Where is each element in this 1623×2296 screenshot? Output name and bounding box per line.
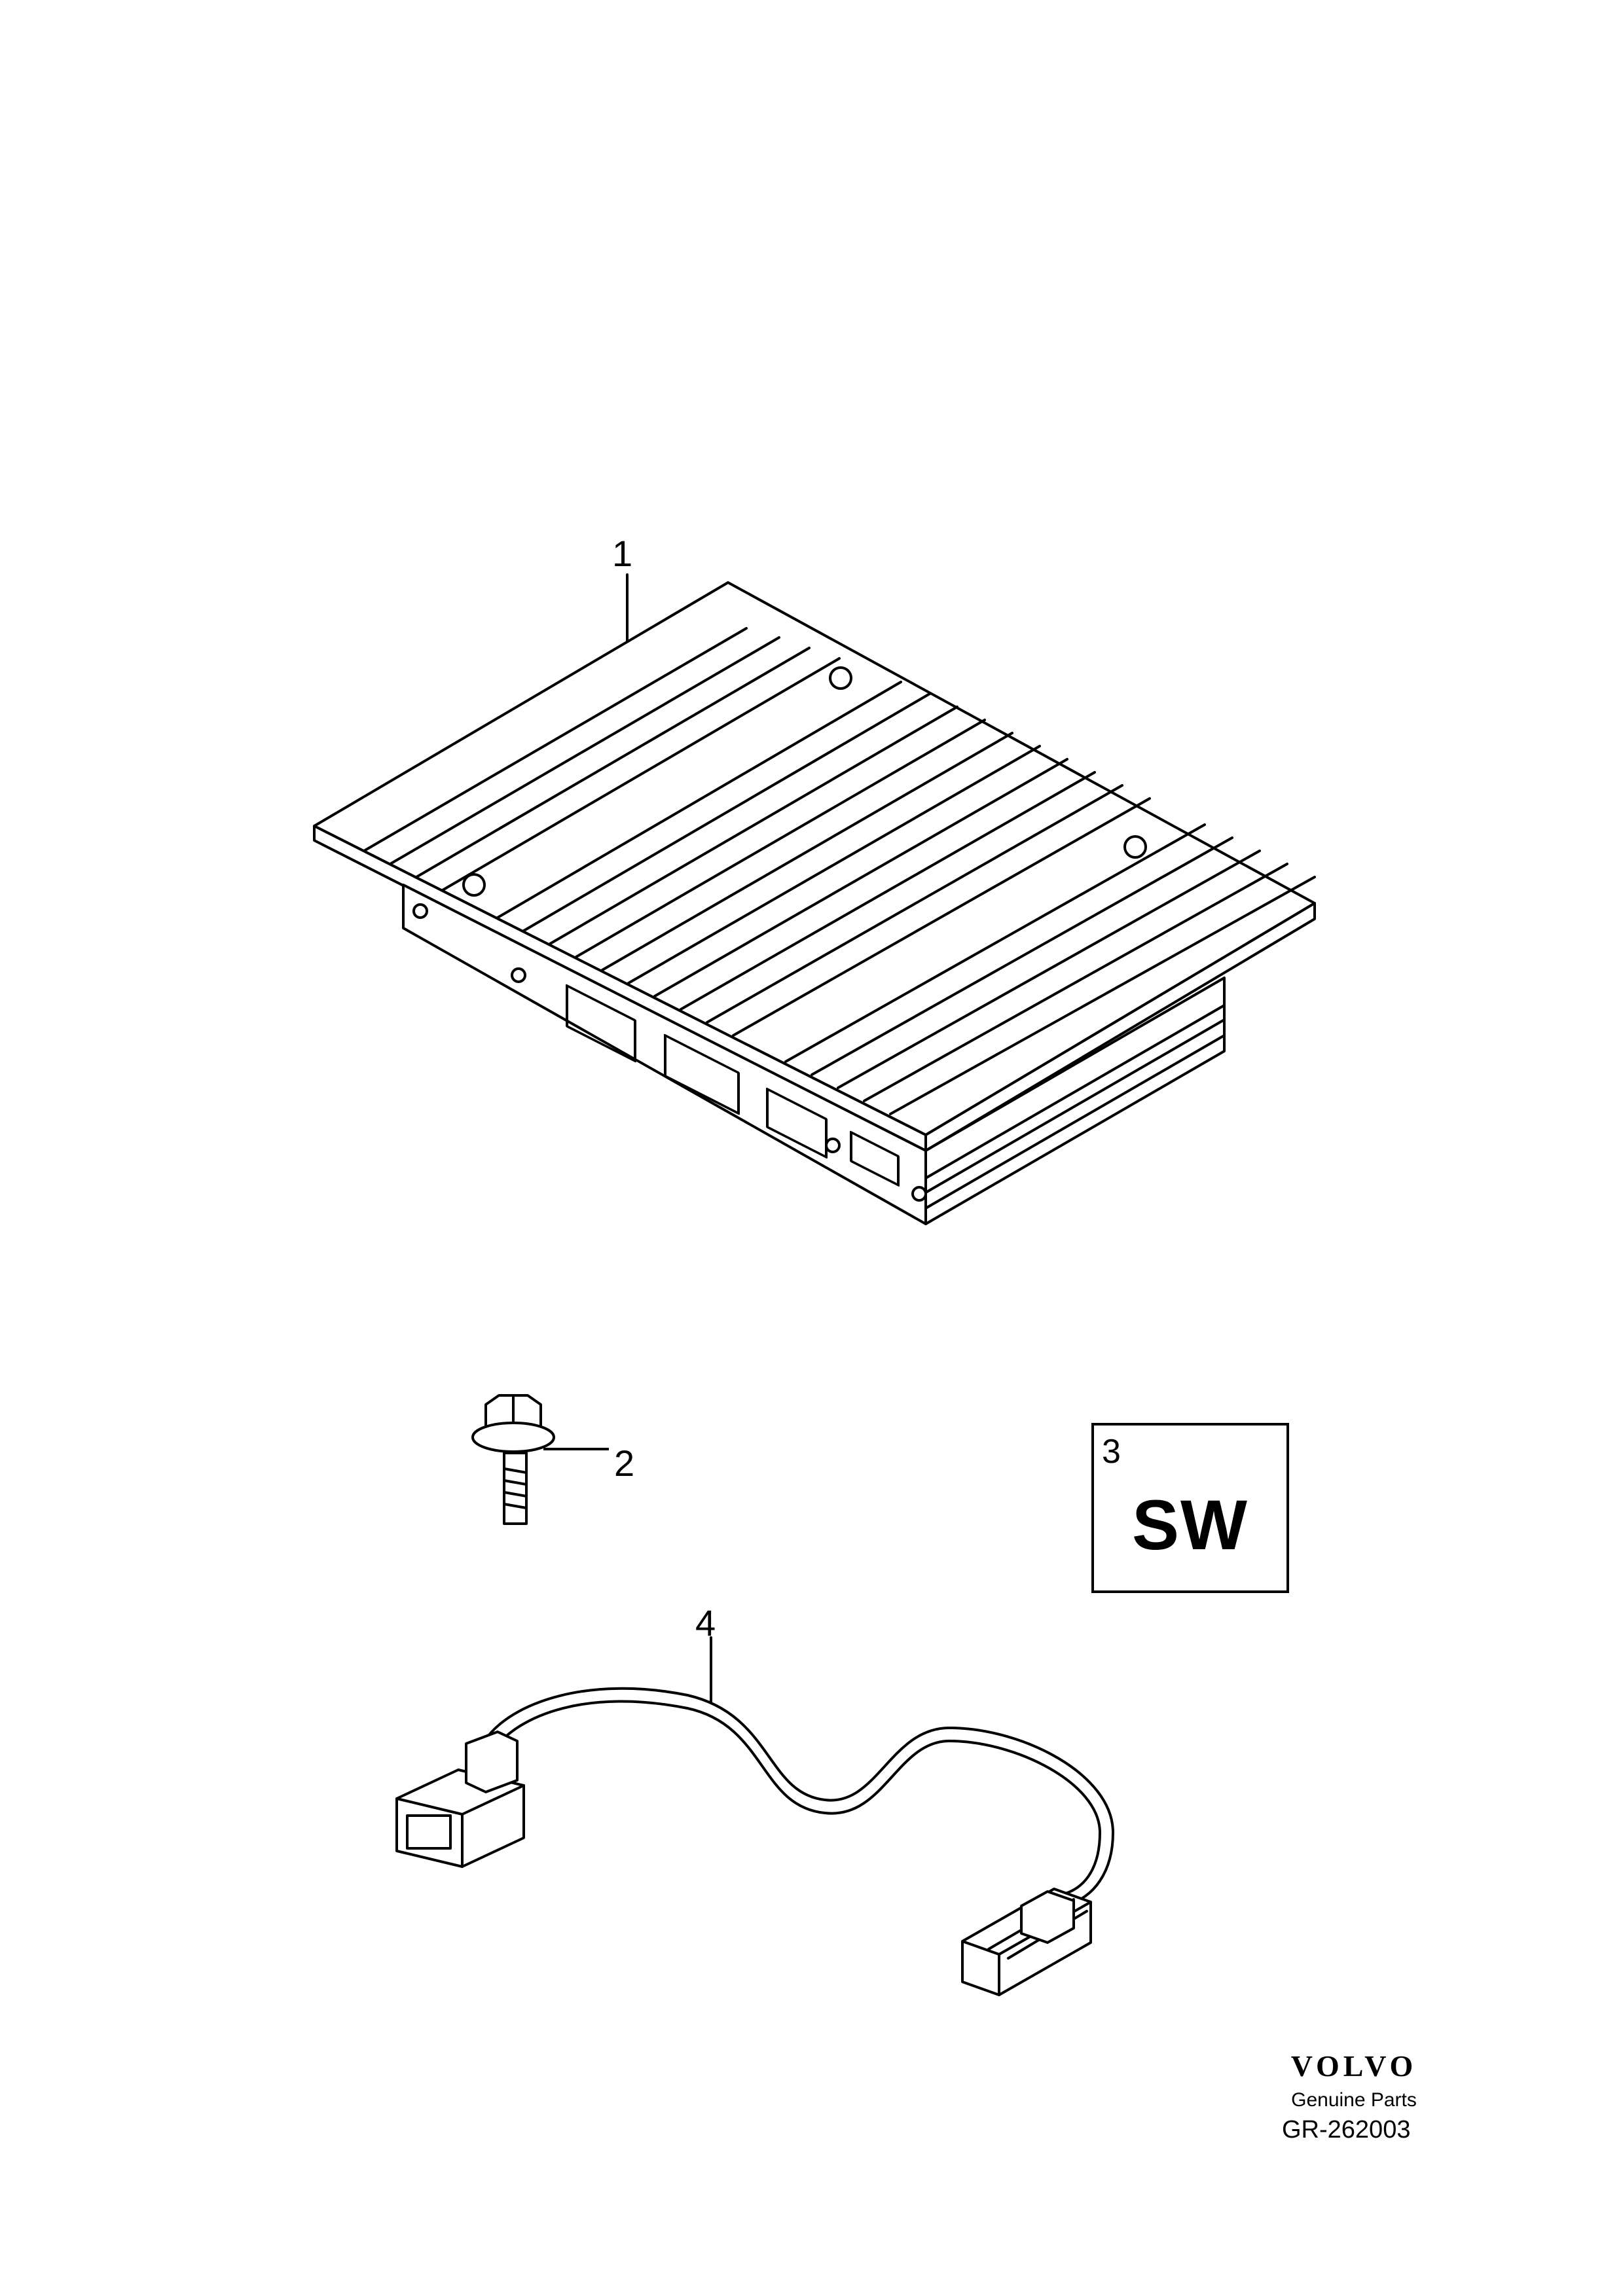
amplifier-port-4 bbox=[850, 1130, 900, 1187]
volvo-logo: VOLVO bbox=[1290, 2049, 1417, 2083]
callout-3: 3 bbox=[1102, 1433, 1121, 1471]
heat-sink-fins bbox=[363, 627, 1316, 1115]
software-box: 3 SW bbox=[1091, 1423, 1289, 1593]
amplifier-icon bbox=[313, 573, 1316, 1225]
amplifier-housing-side bbox=[924, 977, 1226, 1225]
callout-1: 1 bbox=[612, 533, 633, 574]
amplifier-port-3 bbox=[766, 1087, 828, 1159]
amplifier-port-1 bbox=[566, 984, 636, 1063]
amplifier-port-2 bbox=[664, 1033, 740, 1115]
amplifier-base-plate-side bbox=[924, 902, 1316, 1152]
figure-code: GR-262003 bbox=[1282, 2116, 1411, 2144]
software-label: SW bbox=[1132, 1485, 1249, 1564]
cable-harness-icon bbox=[395, 1636, 1114, 1996]
flange-bolt-icon bbox=[471, 1394, 609, 1525]
callout-2: 2 bbox=[614, 1443, 635, 1484]
genuine-parts-tagline: Genuine Parts bbox=[1291, 2089, 1417, 2111]
harness-cable bbox=[483, 1687, 1114, 1906]
callout-4: 4 bbox=[695, 1602, 716, 1643]
